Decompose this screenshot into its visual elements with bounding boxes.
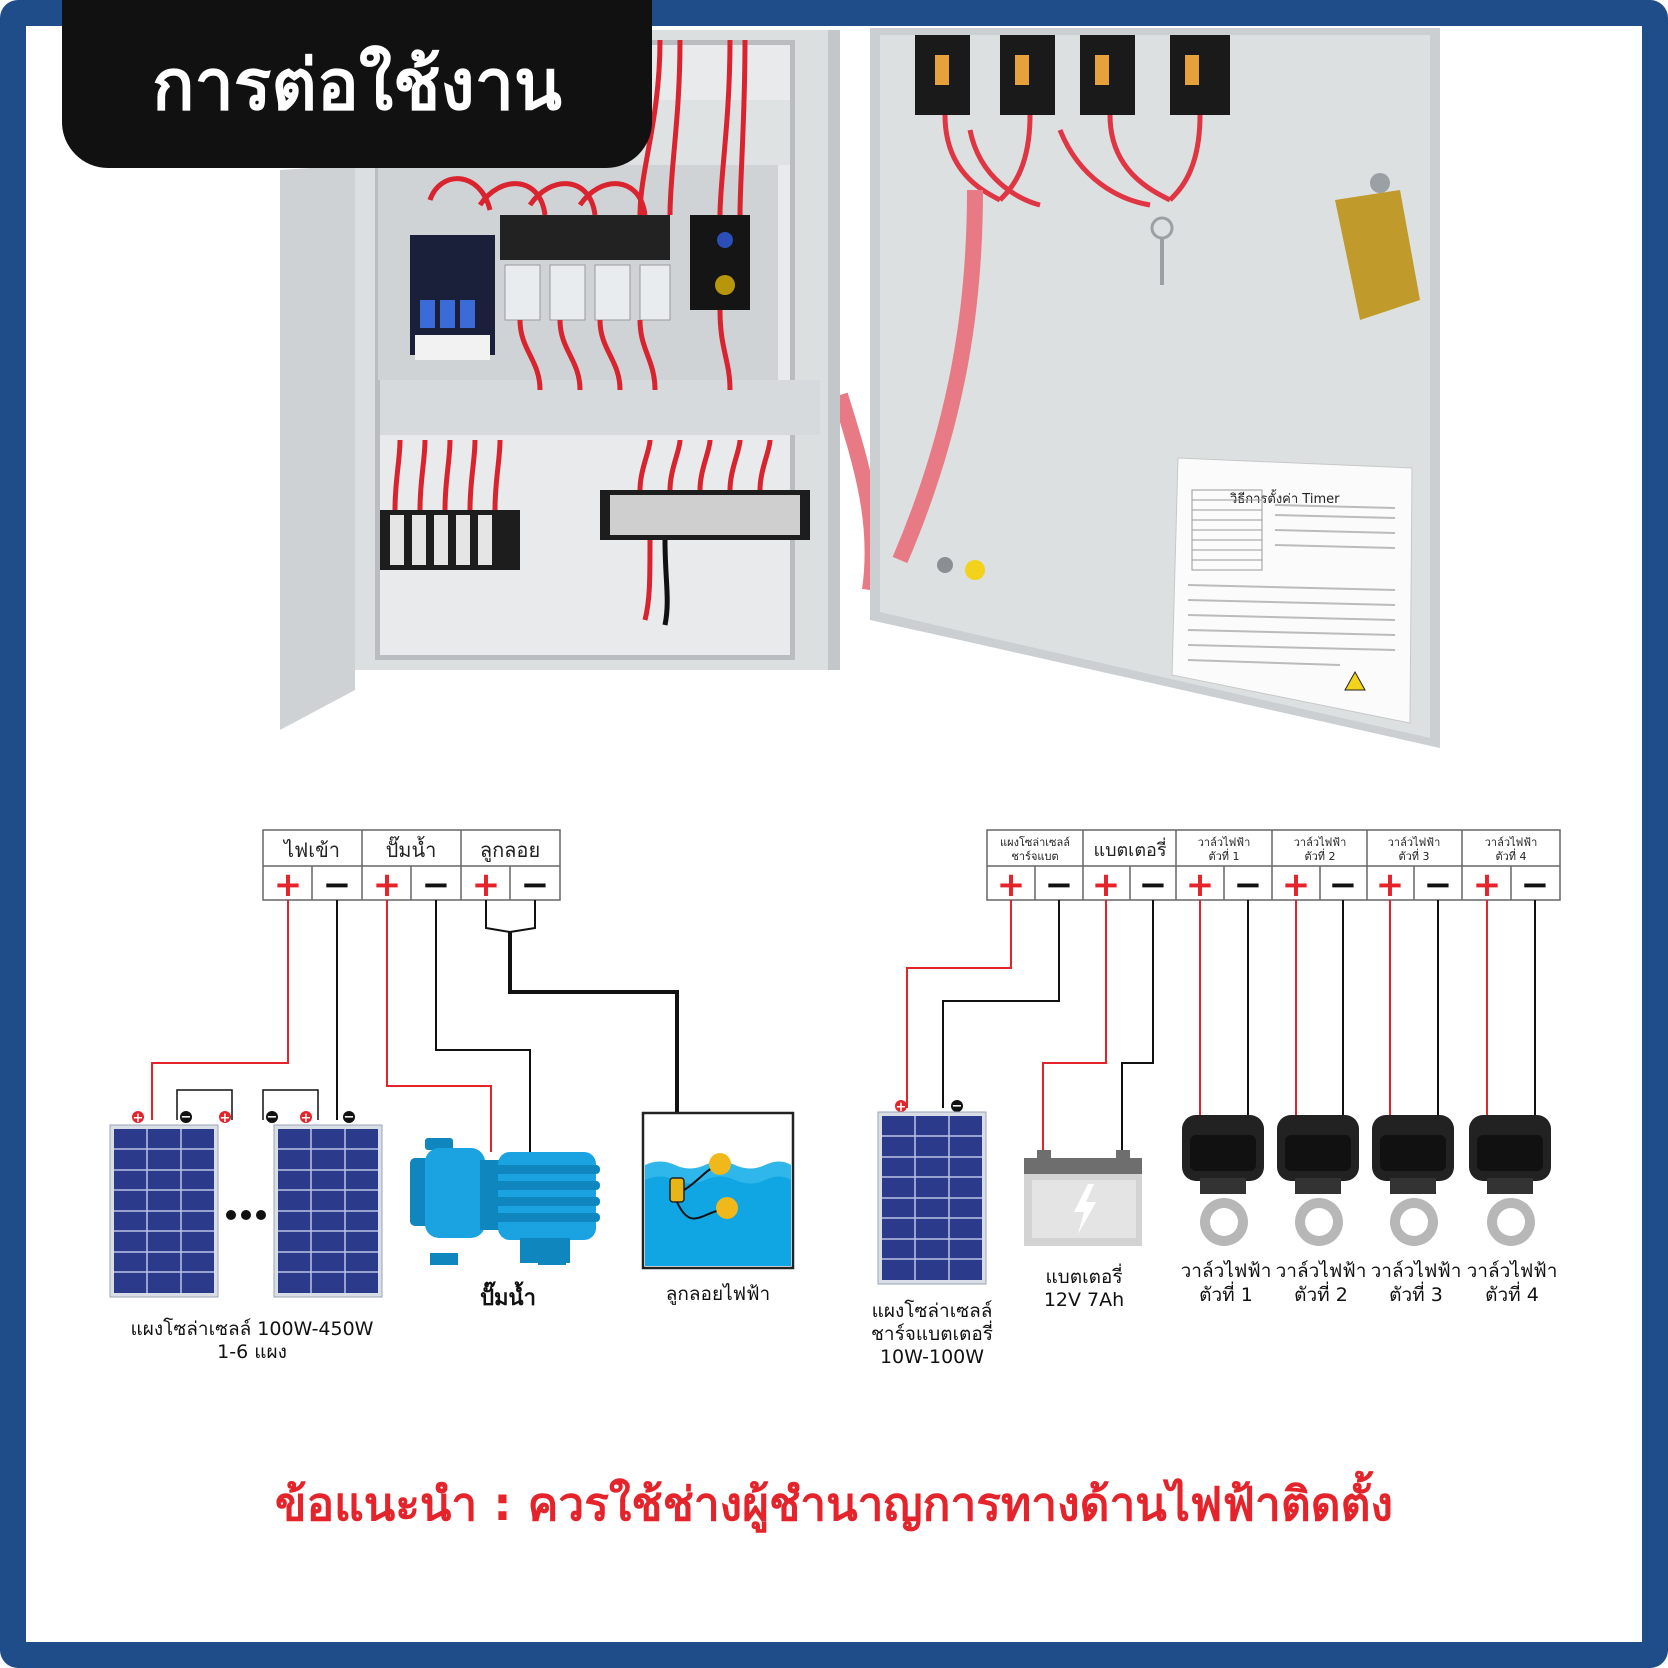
wire-red xyxy=(906,900,1488,1156)
terminal-label-battery: แบตเตอรี่ xyxy=(1093,837,1166,861)
float-switch-label: ลูกลอยไฟฟ้า xyxy=(666,1283,770,1305)
float-switch-cable xyxy=(508,932,679,1190)
plus-sign: + xyxy=(1092,865,1121,905)
minus-sign: − xyxy=(422,865,451,905)
solenoid-valve-icon xyxy=(1182,1115,1264,1246)
installation-advice: ข้อแนะนำ : ควรใช้ช่างผู้ชำนาญการทางด้านไ… xyxy=(275,1477,1393,1531)
svg-text:−: − xyxy=(267,1110,278,1125)
plus-sign: + xyxy=(1376,865,1405,905)
valve-3-num: ตัวที่ 3 xyxy=(1389,1281,1443,1306)
solenoid-valve-icon xyxy=(1372,1115,1454,1246)
svg-text:+: + xyxy=(896,1100,907,1115)
svg-text:−: − xyxy=(181,1110,192,1125)
plus-sign: + xyxy=(1186,865,1215,905)
pump-label: ปั๊มน้ำ xyxy=(480,1281,536,1311)
svg-text:+: + xyxy=(133,1111,144,1126)
terminal-label-valve-2-sub: ตัวที่ 2 xyxy=(1304,848,1335,863)
wire-black xyxy=(336,900,536,1152)
wire-black xyxy=(942,900,1536,1156)
plus-sign: + xyxy=(472,865,501,905)
solar-main-count: 1-6 แผง xyxy=(217,1341,287,1363)
terminal-label-solar-charge: แผงโซล่าเซลล์ xyxy=(1000,835,1070,849)
minus-sign: − xyxy=(323,865,352,905)
valve-2-num: ตัวที่ 2 xyxy=(1294,1281,1348,1306)
valve-3-label: วาล์วไฟฟ้า xyxy=(1371,1260,1462,1282)
minus-sign: − xyxy=(1139,865,1168,905)
ellipsis-icon xyxy=(226,1210,266,1220)
battery-spec: 12V 7Ah xyxy=(1044,1289,1124,1311)
minus-sign: − xyxy=(1045,865,1074,905)
plus-sign: + xyxy=(1282,865,1311,905)
battery-label: แบตเตอรี่ xyxy=(1045,1263,1122,1288)
terminal-label-valve-2: วาล์วไฟฟ้า xyxy=(1294,836,1347,849)
minus-sign: − xyxy=(1234,865,1263,905)
svg-text:+: + xyxy=(301,1111,312,1126)
terminal-label-valve-4: วาล์วไฟฟ้า xyxy=(1485,836,1538,849)
svg-text:+: + xyxy=(220,1111,231,1126)
right-terminal-block xyxy=(986,829,1561,901)
left-terminal-block xyxy=(262,829,561,901)
minus-sign: − xyxy=(521,865,550,905)
plus-sign: + xyxy=(373,865,402,905)
plus-sign: + xyxy=(997,865,1026,905)
wiring-diagram: ไฟเข้า ปั๊มน้ำ ลูกลอย + − + − + − + − + … xyxy=(109,829,1561,1368)
terminal-label-valve-1: วาล์วไฟฟ้า xyxy=(1198,836,1251,849)
solar-charge-label: แผงโซล่าเซลล์ xyxy=(872,1299,993,1322)
valve-4-label: วาล์วไฟฟ้า xyxy=(1467,1260,1558,1282)
svg-text:−: − xyxy=(344,1110,355,1125)
terminal-label-valve-1-sub: ตัวที่ 1 xyxy=(1208,848,1239,863)
solenoid-valve-icon xyxy=(1277,1115,1359,1246)
valve-2-label: วาล์วไฟฟ้า xyxy=(1276,1260,1367,1282)
svg-text:−: − xyxy=(952,1099,963,1114)
wire-red xyxy=(151,900,492,1152)
valve-4-num: ตัวที่ 4 xyxy=(1485,1281,1539,1306)
solar-panel-icon xyxy=(877,1111,987,1285)
solar-main-label: แผงโซล่าเซลล์ 100W-450W xyxy=(131,1317,374,1340)
plus-sign: + xyxy=(1473,865,1502,905)
minus-sign: − xyxy=(1424,865,1453,905)
float-switch-tank-icon xyxy=(641,1111,795,1270)
water-pump-icon xyxy=(410,1138,600,1265)
valve-1-num: ตัวที่ 1 xyxy=(1199,1281,1253,1306)
terminal-label-pump: ปั๊มน้ำ xyxy=(386,835,437,862)
solar-charge-sub: ชาร์จแบตเตอรี่ xyxy=(871,1320,993,1345)
minus-sign: − xyxy=(1521,865,1550,905)
solar-panel-icon xyxy=(109,1124,219,1298)
plus-sign: + xyxy=(274,865,303,905)
terminal-label-power-in: ไฟเข้า xyxy=(282,838,340,862)
timer-sheet-title: วิธีการตั้งค่า Timer xyxy=(1229,489,1340,507)
solenoid-valve-icon xyxy=(1469,1115,1551,1246)
battery-icon xyxy=(1024,1150,1142,1246)
terminal-label-valve-3: วาล์วไฟฟ้า xyxy=(1388,836,1441,849)
solar-charge-watt: 10W-100W xyxy=(880,1346,984,1368)
solar-panel-icon xyxy=(273,1124,383,1298)
terminal-label-float: ลูกลอย xyxy=(480,838,540,863)
valve-1-label: วาล์วไฟฟ้า xyxy=(1181,1260,1272,1282)
minus-sign: − xyxy=(1329,865,1358,905)
terminal-label-valve-3-sub: ตัวที่ 3 xyxy=(1398,848,1429,863)
terminal-label-solar-charge-sub: ชาร์จแบต xyxy=(1011,850,1058,863)
page-title: การต่อใช้งาน xyxy=(62,0,652,168)
terminal-label-valve-4-sub: ตัวที่ 4 xyxy=(1495,848,1526,863)
